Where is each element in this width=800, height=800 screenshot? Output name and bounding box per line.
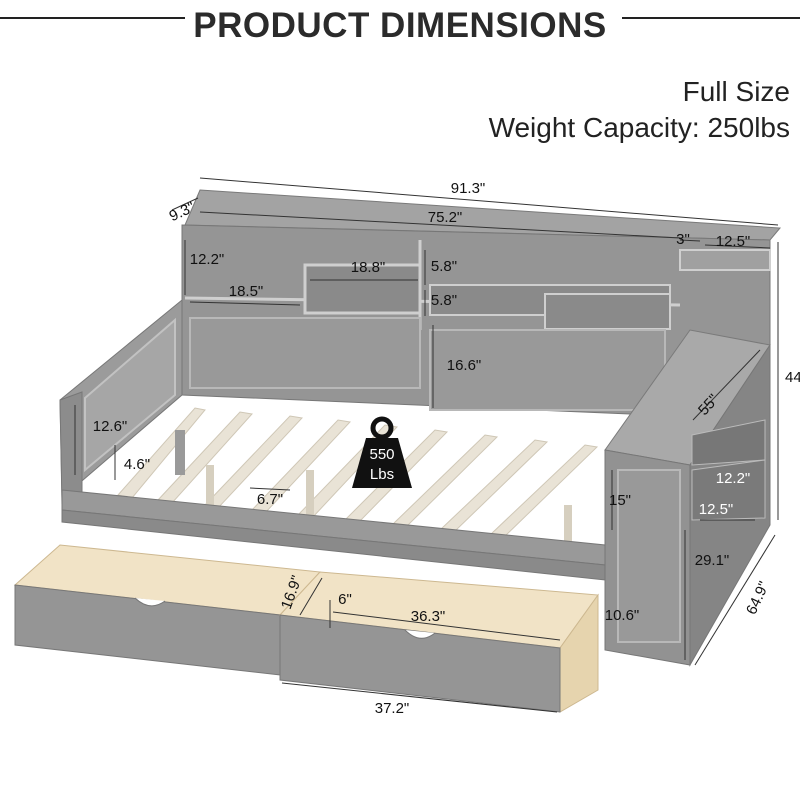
dim-bed-clearance: 10.6": [605, 607, 640, 624]
kettlebell-handle-icon: [370, 416, 394, 440]
badge-unit: Lbs: [370, 466, 394, 483]
dim-headboard-panel-height: 16.6": [447, 357, 482, 374]
dim-inner-length: 75.2": [428, 209, 463, 226]
dim-drawer-inner-width: 36.3": [411, 608, 446, 625]
headboard-bookcase: [181, 189, 782, 421]
dim-upper-shelf-height-bottom: 5.8": [431, 292, 457, 309]
dim-overall-width: 64.9": [743, 579, 773, 617]
dim-upper-shelf-height-top: 5.8": [431, 258, 457, 275]
dim-side-shelf-width: 12.5": [716, 233, 751, 250]
header-rule-left: [0, 17, 188, 19]
dim-side-cubby-height: 12.2": [716, 470, 751, 487]
dim-shelf-height-left: 12.2": [190, 251, 225, 268]
dim-slat-clearance: 4.6": [124, 456, 150, 473]
drawer-left: [13, 544, 322, 676]
dim-left-shelf-width: 18.5": [229, 283, 264, 300]
dimension-lines: [74, 177, 779, 713]
dim-upper-shelf-width: 18.8": [351, 259, 386, 276]
dim-overall-length: 91.3": [451, 180, 486, 197]
side-storage-unit: [604, 329, 771, 667]
dim-side-cubby-width: 12.5": [699, 501, 734, 518]
page-title: PRODUCT DIMENSIONS: [0, 6, 800, 46]
kettlebell-icon: [352, 438, 412, 488]
dim-side-unit-height: 29.1": [695, 552, 730, 569]
weight-capacity: Weight Capacity: 250lbs: [489, 112, 790, 144]
dim-footboard-panel-height: 12.6": [93, 418, 128, 435]
dim-leg-height: 15": [609, 492, 631, 509]
drawer-right: [278, 571, 599, 713]
header-rule-right: [622, 17, 800, 19]
dim-shelf-gap: 3": [676, 231, 690, 248]
footboard-panel: [59, 298, 183, 506]
dim-slat-spacing: 6.7": [257, 491, 283, 508]
size-label: Full Size: [682, 76, 790, 107]
weight-capacity-value: 250lbs: [707, 112, 790, 143]
dim-drawer-width: 37.2": [375, 700, 410, 717]
dim-drawer-inner-depth: 6": [338, 591, 352, 608]
badge-weight: 550: [369, 446, 394, 463]
weight-capacity-label: Weight Capacity:: [488, 112, 700, 143]
weight-badge: 550 Lbs: [352, 416, 412, 488]
dim-overall-height: 44: [785, 369, 800, 386]
